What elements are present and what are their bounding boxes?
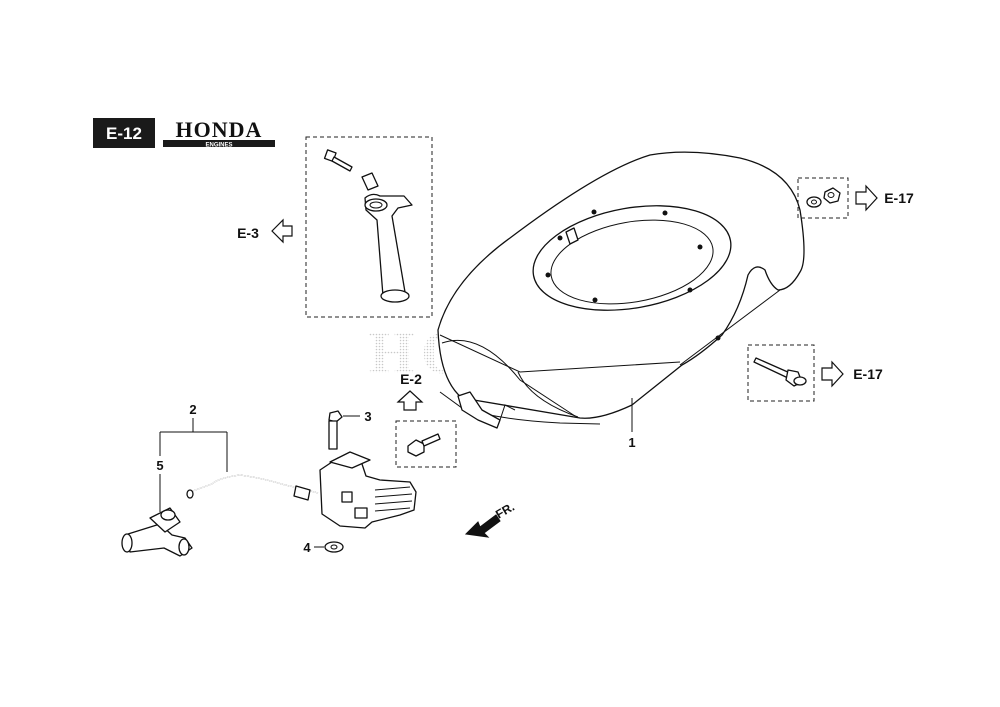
dashed-box-left	[305, 136, 433, 318]
ref-e3-label: E-3	[237, 225, 259, 241]
ref-e2[interactable]: E-2	[396, 371, 424, 411]
nut-washer-group	[797, 177, 849, 219]
callout-1: 1	[628, 435, 635, 450]
callout-4: 4	[303, 540, 311, 555]
brand-bar	[163, 140, 275, 147]
callout-bracket	[159, 418, 228, 512]
spark-plug-cap	[121, 507, 193, 557]
callout-3: 3	[364, 409, 371, 424]
dashed-box-top-right	[797, 177, 849, 219]
page-code-badge	[93, 118, 155, 148]
arrow-right-icon	[855, 184, 878, 212]
arrow-left-icon	[271, 218, 293, 244]
nut-icon	[823, 187, 841, 204]
page-header: E-12 HONDA ENGINES	[93, 117, 275, 149]
flange-bolt-icon	[407, 439, 425, 457]
arrow-right-icon	[821, 360, 844, 388]
bolt-icon	[323, 149, 353, 172]
ref-e17-mid-label: E-17	[853, 366, 883, 382]
brand-sub: ENGINES	[205, 143, 232, 149]
callout-2: 2	[189, 402, 196, 417]
dashed-box-center	[395, 420, 457, 468]
page-code: E-12	[106, 124, 142, 143]
washer-icon	[806, 196, 822, 208]
front-arrow-icon	[464, 514, 501, 538]
brand-logo: HONDA	[176, 117, 263, 142]
ignition-coil	[186, 410, 417, 553]
front-direction-marker: FR.	[464, 500, 517, 538]
collar-icon	[361, 172, 379, 191]
ref-e17-mid[interactable]: E-17	[821, 360, 883, 388]
small-bolt-group	[395, 420, 457, 468]
filler-tube-group	[305, 136, 433, 318]
dashed-box-right	[747, 344, 815, 402]
ref-e2-label: E-2	[400, 371, 422, 387]
arrow-up-icon	[396, 390, 424, 411]
long-bolt-group	[747, 344, 815, 402]
ref-e3[interactable]: E-3	[237, 218, 293, 244]
ref-e17-top-label: E-17	[884, 190, 914, 206]
bolt-3-icon	[328, 410, 343, 423]
long-bolt-icon	[753, 357, 791, 379]
fan-cover	[437, 151, 805, 429]
callout-5: 5	[156, 458, 163, 473]
ref-e17-top[interactable]: E-17	[855, 184, 914, 212]
washer-4-icon	[324, 541, 344, 553]
